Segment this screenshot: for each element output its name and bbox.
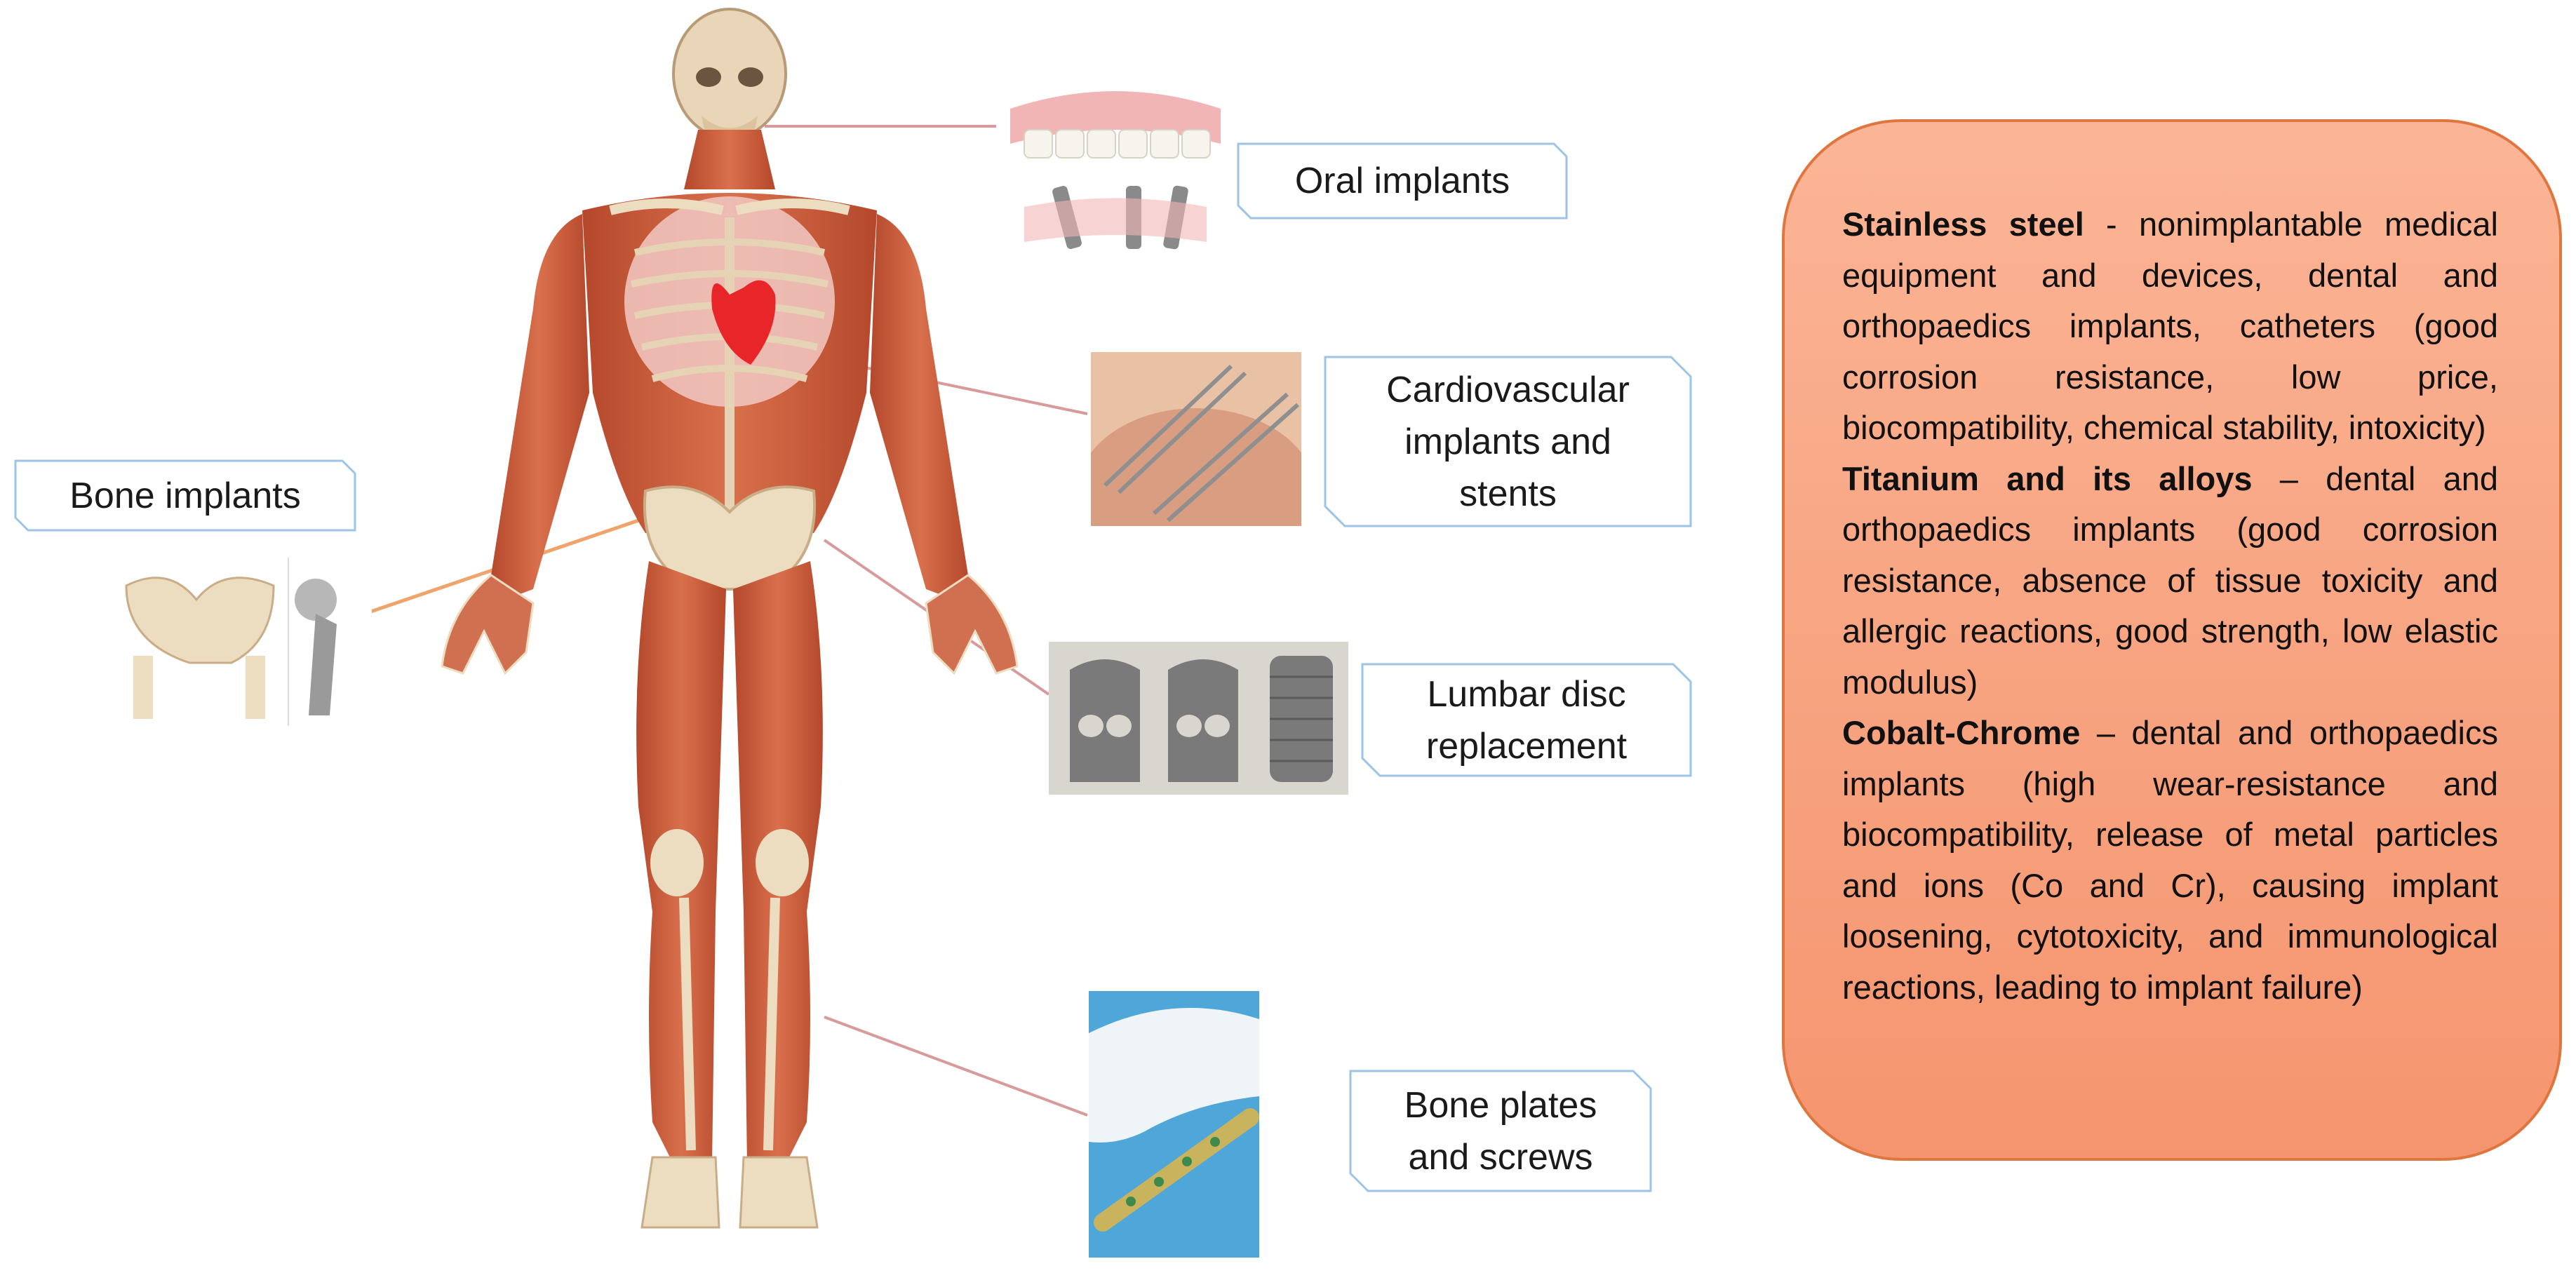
material-description: dental and orthopaedics implants (good c… — [1842, 459, 2498, 701]
bone-implants-callout: Bone implants — [14, 459, 356, 532]
material-description: dental and orthopaedics implants (high w… — [1842, 714, 2498, 1006]
stent-photo — [1091, 352, 1301, 526]
bone-plates-callout: Bone plates and screws — [1349, 1070, 1652, 1192]
cardio-label-line-1: Cardiovascular — [1386, 369, 1630, 410]
lumbar-disc-photo — [1049, 642, 1348, 795]
material-entry-titanium: Titanium and its alloys – dental and ort… — [1842, 454, 2498, 708]
material-entry-stainless-steel: Stainless steel - nonimplantable medical… — [1842, 199, 2498, 454]
material-separator: – — [2252, 459, 2326, 497]
material-separator: - — [2084, 206, 2139, 243]
material-name: Cobalt-Chrome — [1842, 714, 2081, 751]
dental-implants-photo — [996, 32, 1235, 263]
cardiovascular-callout: Cardiovascular implants and stents — [1324, 356, 1692, 527]
plates-label-line-2: and screws — [1408, 1136, 1593, 1178]
lumbar-disc-callout: Lumbar disc replacement — [1361, 663, 1692, 777]
hip-implant-photo — [112, 558, 372, 726]
material-entry-cobalt-chrome: Cobalt-Chrome – dental and orthopaedics … — [1842, 708, 2498, 1013]
oral-implants-label: Oral implants — [1294, 161, 1510, 201]
heart-shape — [711, 280, 776, 365]
materials-text: Stainless steel - nonimplantable medical… — [1842, 199, 2498, 1013]
materials-panel: Stainless steel - nonimplantable medical… — [1782, 119, 2562, 1161]
material-separator: – — [2080, 714, 2132, 751]
plates-label-line-1: Bone plates — [1404, 1084, 1597, 1126]
plates-leader-line — [824, 1016, 1088, 1117]
oral-implants-callout: Oral implants — [1237, 142, 1568, 220]
bone-implants-label: Bone implants — [69, 475, 301, 516]
bone-plate-photo — [1089, 991, 1259, 1258]
material-name: Stainless steel — [1842, 206, 2084, 243]
lumbar-label-line-1: Lumbar disc — [1427, 673, 1626, 715]
material-description: nonimplantable medical equipment and dev… — [1842, 206, 2498, 446]
material-name: Titanium and its alloys — [1842, 459, 2253, 497]
cardio-label-line-3: stents — [1459, 473, 1557, 514]
cardio-label-line-2: implants and — [1404, 421, 1611, 462]
lumbar-label-line-2: replacement — [1425, 725, 1628, 767]
